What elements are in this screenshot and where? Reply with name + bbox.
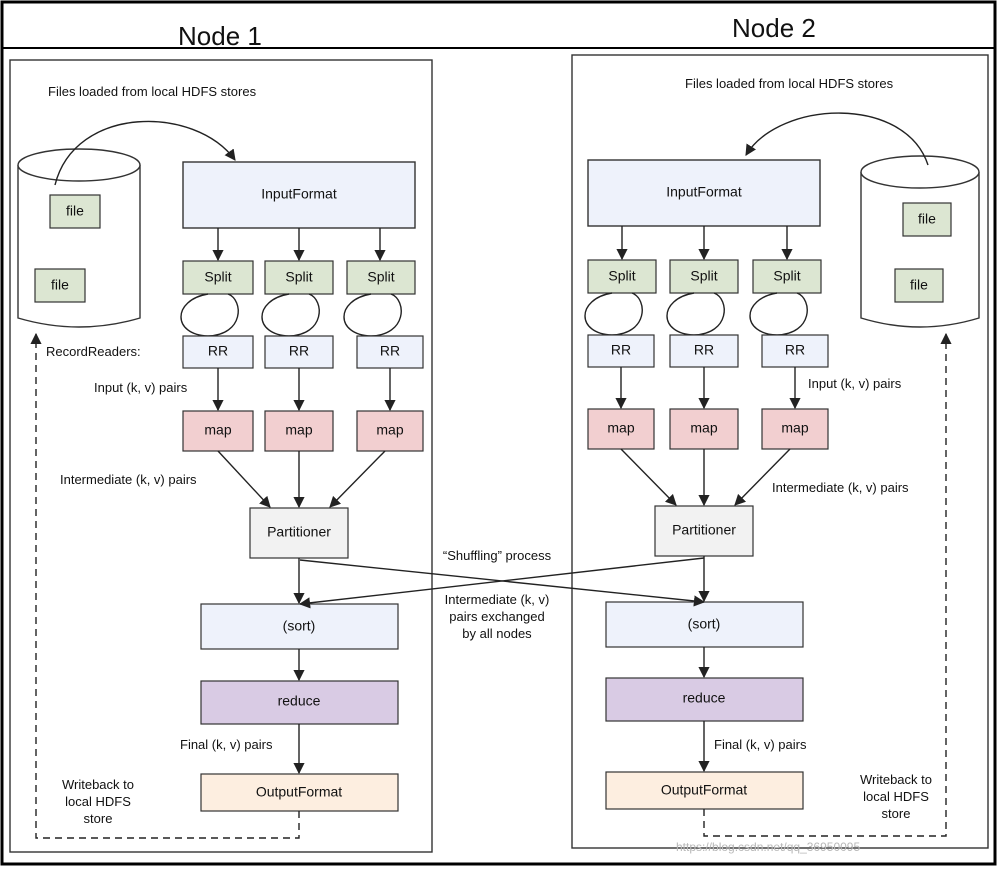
- node1-input-pairs-label: Input (k, v) pairs: [94, 380, 188, 395]
- node2-load-arrow: [745, 112, 929, 166]
- node2-rr-label-3: RR: [785, 342, 805, 358]
- node2-map-box-2: [669, 408, 739, 450]
- node1-title: Node 1: [178, 21, 262, 51]
- node2-intermediate-label: Intermediate (k, v) pairs: [772, 480, 909, 495]
- node1-map-box-3: [356, 410, 424, 452]
- node2-inputformat-label: InputFormat: [666, 184, 742, 200]
- shuffle-desc-line-3: by all nodes: [462, 626, 532, 641]
- node1-writeback-line-3: store: [84, 811, 113, 826]
- node2-sort-label: (sort): [688, 616, 721, 632]
- node2-title: Node 2: [732, 13, 816, 43]
- node1-sort-box: [200, 603, 399, 650]
- node1-split-box-3: [346, 260, 416, 295]
- node2-split-box-3: [752, 259, 822, 294]
- node2-partitioner-label: Partitioner: [672, 522, 736, 538]
- node1-writeback-arrow: [30, 332, 300, 839]
- shuffle-title: “Shuffling” process: [443, 548, 552, 563]
- node1-partitioner-box: [249, 507, 349, 559]
- node2-writeback-line-3: store: [882, 806, 911, 821]
- node2-outputformat-label: OutputFormat: [661, 782, 747, 798]
- node1-writeback-line-2: local HDFS: [65, 794, 131, 809]
- node1-writeback-line-1: Writeback to: [62, 777, 134, 792]
- node1-intermediate-label: Intermediate (k, v) pairs: [60, 472, 197, 487]
- node1-reduce-label: reduce: [278, 693, 321, 709]
- node2-split-box-2: [669, 259, 739, 294]
- node2-arrow-map1-part: [620, 448, 677, 506]
- node2-input-pairs-label: Input (k, v) pairs: [808, 376, 902, 391]
- node1-rr-box-1: [182, 335, 254, 369]
- node1-arrow-map3-part: [329, 450, 386, 508]
- node2-writeback-arrow: [703, 332, 952, 837]
- node2-arrow-map3-part: [734, 448, 791, 506]
- watermark-text: https://blog.csdn.net/qq_36950095: [676, 840, 860, 854]
- node1-split-label-2: Split: [285, 269, 312, 285]
- node1-outputformat-label: OutputFormat: [256, 784, 342, 800]
- node1-split-label-3: Split: [367, 269, 394, 285]
- node1-split-box-2: [264, 260, 334, 295]
- node2-files-label: Files loaded from local HDFS stores: [685, 76, 894, 91]
- node1-load-arrow: [54, 120, 236, 186]
- node2-split-label-3: Split: [773, 268, 800, 284]
- node2-rr-box-2: [669, 334, 739, 368]
- node2-map-label-1: map: [607, 420, 634, 436]
- node2-file-label-1: file: [918, 211, 936, 227]
- node1-file-label-2: file: [51, 277, 69, 293]
- node1-file-label-1: file: [66, 203, 84, 219]
- node2-final-label: Final (k, v) pairs: [714, 737, 807, 752]
- node2-rr-label-1: RR: [611, 342, 631, 358]
- node1-file-box-1: [49, 194, 101, 229]
- node1-map-box-1: [182, 410, 254, 452]
- node1-partitioner-label: Partitioner: [267, 524, 331, 540]
- node1-outputformat-box: [200, 773, 399, 812]
- shuffle-desc-line-1: Intermediate (k, v): [445, 592, 550, 607]
- node2-map-box-1: [587, 408, 655, 450]
- node1-split-box-1: [182, 260, 254, 295]
- node1-sort-label: (sort): [283, 618, 316, 634]
- node1-split-label-1: Split: [204, 269, 231, 285]
- node2-split-box-1: [587, 259, 657, 294]
- node1-rr-box-2: [264, 335, 334, 369]
- shuffle-desc-line-2: pairs exchanged: [449, 609, 544, 624]
- node1-recordreaders-label: RecordReaders:: [46, 344, 141, 359]
- node2-split-label-2: Split: [690, 268, 717, 284]
- node1-map-label-2: map: [285, 422, 312, 438]
- node2-map-box-3: [761, 408, 829, 450]
- node1-arrow-map1-part: [217, 450, 271, 508]
- node1-rr-label-3: RR: [380, 343, 400, 359]
- node2-reduce-label: reduce: [683, 690, 726, 706]
- node1-file-box-2: [34, 268, 86, 303]
- node2-sort-box: [605, 601, 804, 648]
- node2-reduce-box: [605, 677, 804, 722]
- node2-file-label-2: file: [910, 277, 928, 293]
- node1-map-box-2: [264, 410, 334, 452]
- node1-reduce-box: [200, 680, 399, 725]
- node2-writeback-line-1: Writeback to: [860, 772, 932, 787]
- node1-inputformat-label: InputFormat: [261, 186, 337, 202]
- node2-rr-label-2: RR: [694, 342, 714, 358]
- node1-final-label: Final (k, v) pairs: [180, 737, 273, 752]
- node2-file-box-2: [894, 268, 944, 303]
- node2-map-label-3: map: [781, 420, 808, 436]
- node1-files-label: Files loaded from local HDFS stores: [48, 84, 257, 99]
- shuffle-arrow-node2-to-node1: [298, 557, 705, 609]
- node1-rr-box-3: [356, 335, 424, 369]
- node2-map-label-2: map: [690, 420, 717, 436]
- node2-outputformat-box: [605, 771, 804, 810]
- node1-rr-label-2: RR: [289, 343, 309, 359]
- node2-split-label-1: Split: [608, 268, 635, 284]
- node2-file-box-1: [902, 202, 952, 237]
- node1-map-label-1: map: [204, 422, 231, 438]
- node1-rr-label-1: RR: [208, 343, 228, 359]
- node1-map-label-3: map: [376, 422, 403, 438]
- node2-writeback-line-2: local HDFS: [863, 789, 929, 804]
